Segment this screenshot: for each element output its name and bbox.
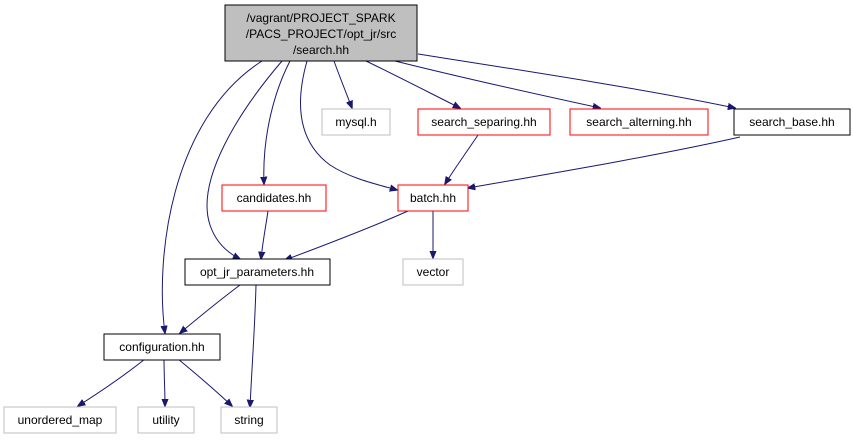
edge-root-batch bbox=[300, 60, 397, 190]
node-unordered-map-label: unordered_map bbox=[18, 413, 103, 427]
node-root-line-3: /search.hh bbox=[293, 43, 349, 57]
edge-opt-jr-parameters-string bbox=[250, 284, 257, 407]
node-candidates[interactable]: candidates.hh bbox=[221, 184, 327, 212]
edge-root-search-separing bbox=[365, 60, 460, 108]
node-utility: utility bbox=[137, 406, 195, 434]
edge-root-mysql bbox=[333, 60, 352, 108]
edge-search-separing-batch bbox=[445, 134, 479, 184]
node-opt-jr-parameters-label: opt_jr_parameters.hh bbox=[200, 265, 314, 279]
node-vector-box bbox=[402, 258, 464, 286]
node-string-label: string bbox=[234, 413, 263, 427]
edge-root-configuration bbox=[162, 60, 263, 333]
node-configuration-label: configuration.hh bbox=[119, 340, 204, 354]
edge-configuration-utility bbox=[164, 358, 165, 406]
node-utility-label: utility bbox=[152, 413, 179, 427]
node-search-separing[interactable]: search_separing.hh bbox=[417, 108, 551, 136]
edge-configuration-string bbox=[177, 358, 232, 406]
node-configuration[interactable]: configuration.hh bbox=[103, 333, 221, 361]
node-opt-jr-parameters[interactable]: opt_jr_parameters.hh bbox=[184, 258, 331, 286]
node-mysql-label: mysql.h bbox=[335, 115, 376, 129]
edge-root-opt-jr-parameters bbox=[206, 60, 283, 259]
node-mysql-box bbox=[321, 108, 391, 136]
edge-candidates-opt-jr-parameters bbox=[261, 210, 269, 259]
node-search-alterning[interactable]: search_alterning.hh bbox=[569, 108, 709, 136]
node-root[interactable]: /vagrant/PROJECT_SPARK /PACS_PROJECT/opt… bbox=[224, 4, 418, 62]
node-root-box bbox=[224, 4, 418, 62]
edge-opt-jr-parameters-configuration bbox=[180, 284, 241, 333]
node-vector: vector bbox=[402, 258, 464, 286]
edge-root-candidates bbox=[264, 60, 291, 184]
node-root-line-1: /vagrant/PROJECT_SPARK bbox=[246, 11, 395, 25]
edge-batch-opt-jr-parameters bbox=[285, 210, 409, 260]
node-search-base-box bbox=[733, 108, 851, 136]
node-batch[interactable]: batch.hh bbox=[397, 184, 469, 212]
node-search-alterning-box bbox=[569, 108, 709, 136]
node-string-box bbox=[220, 406, 278, 434]
node-batch-label: batch.hh bbox=[410, 191, 456, 205]
node-utility-box bbox=[137, 406, 195, 434]
edge-configuration-unordered-map bbox=[78, 358, 146, 406]
node-candidates-label: candidates.hh bbox=[237, 191, 312, 205]
node-batch-box bbox=[397, 184, 469, 212]
edges bbox=[78, 53, 741, 407]
node-search-alterning-label: search_alterning.hh bbox=[586, 115, 691, 129]
node-search-base[interactable]: search_base.hh bbox=[733, 108, 851, 136]
node-search-base-label: search_base.hh bbox=[749, 115, 834, 129]
edge-root-search-alterning bbox=[394, 60, 600, 108]
node-configuration-box bbox=[103, 333, 221, 361]
node-vector-label: vector bbox=[417, 265, 450, 279]
edge-root-search-base bbox=[417, 53, 735, 108]
edge-search-base-batch bbox=[468, 136, 741, 188]
node-mysql: mysql.h bbox=[321, 108, 391, 136]
node-search-separing-box bbox=[417, 108, 551, 136]
node-opt-jr-parameters-box bbox=[184, 258, 331, 286]
node-root-line-2: /PACS_PROJECT/opt_jr/src bbox=[246, 27, 396, 41]
node-unordered-map: unordered_map bbox=[3, 406, 117, 434]
node-string: string bbox=[220, 406, 278, 434]
node-search-separing-label: search_separing.hh bbox=[431, 115, 536, 129]
node-unordered-map-box bbox=[3, 406, 117, 434]
node-candidates-box bbox=[221, 184, 327, 212]
